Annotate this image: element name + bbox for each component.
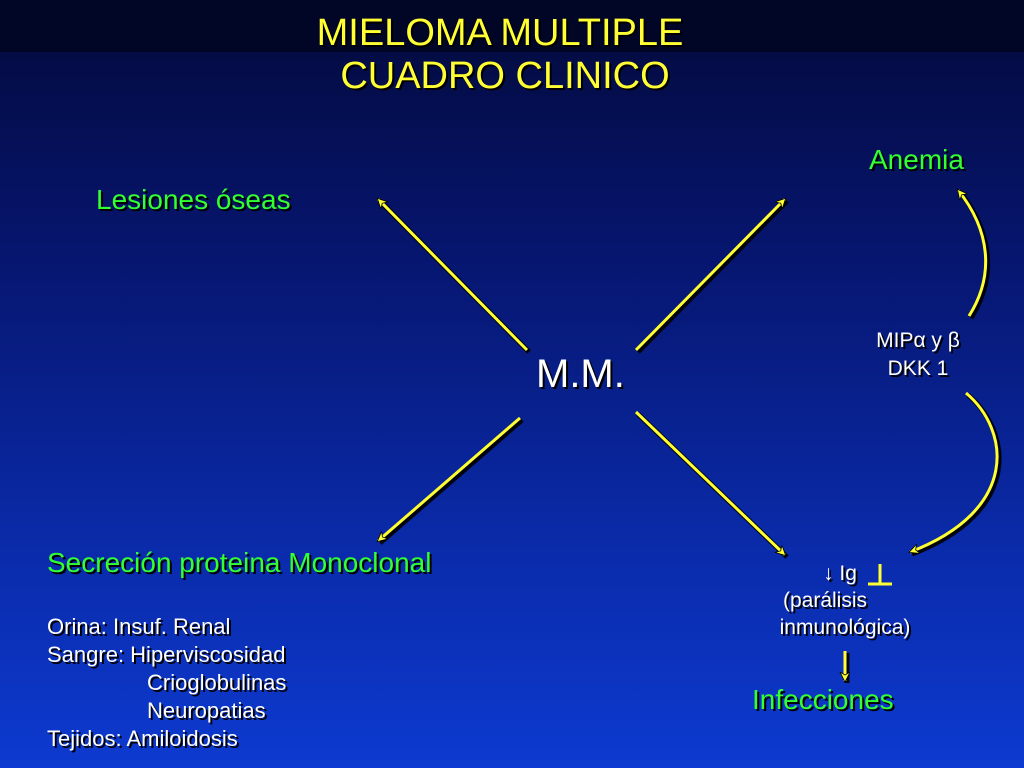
arrow-to-anemia [634, 199, 785, 352]
secrecion-details: Orina: Insuf. Renal Sangre: Hiperviscosi… [47, 613, 286, 753]
mip-line1: MIPα y β [876, 329, 960, 352]
perpendicular-icon [868, 564, 892, 586]
arrow-to-secrecion [378, 416, 521, 541]
detail-crioglobulinas: Crioglobulinas [147, 670, 287, 695]
slide-subtitle: CUADRO CLINICO [340, 55, 670, 97]
node-lesiones-oseas: Lesiones óseas [96, 184, 291, 215]
slide-title: MIELOMA MULTIPLE [316, 12, 684, 54]
detail-sangre: Sangre: Hiperviscosidad [47, 642, 286, 667]
mip-label: MIPα y β DKK 1 [848, 327, 988, 383]
node-secrecion: Secreción proteina Monoclonal [47, 547, 432, 578]
arrow-mip-to-anemia [958, 190, 988, 317]
node-infecciones: Infecciones [752, 684, 894, 715]
arrow-to-lesiones [378, 199, 529, 352]
arrow-to-ig [634, 410, 785, 555]
ig-line3: inmunológica) [779, 616, 911, 639]
mip-line2: DKK 1 [887, 357, 949, 380]
detail-orina: Orina: Insuf. Renal [47, 614, 231, 639]
arrow-dkk-to-ig [910, 391, 999, 552]
ig-label: ↓ Ig (parálisis inmunológica) [750, 560, 940, 641]
center-label-mm: M.M. [536, 352, 625, 396]
ig-line1: ↓ Ig [823, 562, 857, 585]
node-anemia: Anemia [869, 144, 964, 175]
detail-tejidos: Tejidos: Amiloidosis [47, 726, 238, 751]
detail-neuropatias: Neuropatias [147, 698, 266, 723]
title-band [0, 0, 1024, 52]
ig-line2: (parálisis [782, 589, 868, 612]
